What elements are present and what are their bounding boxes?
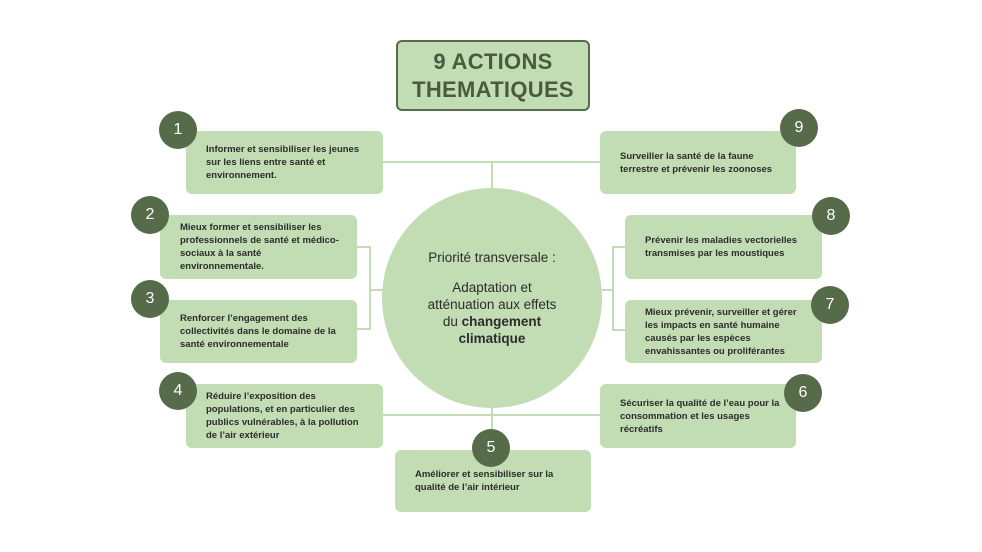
center-line-1: Adaptation et: [452, 279, 532, 295]
center-priority-circle: Priorité transversale : Adaptation et at…: [382, 188, 602, 408]
action-number-badge-2: 2: [131, 196, 169, 234]
action-text-6: Sécuriser la qualité de l’eau pour la co…: [620, 397, 780, 435]
action-number-badge-1: 1: [159, 111, 197, 149]
action-number-badge-6: 6: [784, 374, 822, 412]
action-text-7: Mieux prévenir, surveiller et gérer les …: [645, 306, 797, 357]
center-line-3-prefix: du: [442, 313, 462, 329]
center-line-4: climatique: [458, 330, 526, 346]
title-box: 9 ACTIONS THEMATIQUES: [396, 40, 590, 111]
action-box-2: Mieux former et sensibiliser les profess…: [160, 215, 357, 279]
action-box-1: Informer et sensibiliser les jeunes sur …: [186, 131, 383, 194]
action-text-8: Prévenir les maladies vectorielles trans…: [645, 235, 798, 259]
action-text-1: Informer et sensibiliser les jeunes sur …: [206, 144, 360, 181]
action-number-badge-8: 8: [812, 197, 850, 235]
action-box-4: Réduire l’exposition des populations, et…: [186, 384, 383, 448]
center-line-3: du changement: [443, 313, 541, 330]
action-box-6: Sécuriser la qualité de l’eau pour la co…: [600, 384, 796, 448]
center-line-3-bold: changement: [461, 313, 542, 329]
action-box-7: Mieux prévenir, surveiller et gérer les …: [625, 300, 822, 363]
action-box-8: Prévenir les maladies vectorielles trans…: [625, 215, 822, 279]
action-number-badge-9: 9: [780, 109, 818, 147]
action-number-badge-4: 4: [159, 372, 197, 410]
action-text-4: Réduire l’exposition des populations, et…: [206, 391, 359, 441]
action-box-9: Surveiller la santé de la faune terrestr…: [600, 131, 796, 194]
action-box-3: Renforcer l’engagement des collectivités…: [160, 300, 357, 363]
action-number-badge-3: 3: [131, 280, 169, 318]
action-number-badge-7: 7: [811, 286, 849, 324]
action-text-2: Mieux former et sensibiliser les profess…: [180, 222, 339, 272]
title-line-1: 9 ACTIONS: [433, 48, 553, 74]
action-number-badge-5: 5: [472, 429, 510, 467]
action-text-3: Renforcer l’engagement des collectivités…: [180, 313, 336, 350]
action-text-5: Améliorer et sensibiliser sur la qualité…: [415, 469, 554, 493]
center-line-2: atténuation aux effets: [427, 296, 557, 312]
center-lead: Priorité transversale :: [428, 249, 556, 265]
action-text-9: Surveiller la santé de la faune terrestr…: [620, 150, 773, 175]
title-line-2: THEMATIQUES: [412, 76, 574, 102]
